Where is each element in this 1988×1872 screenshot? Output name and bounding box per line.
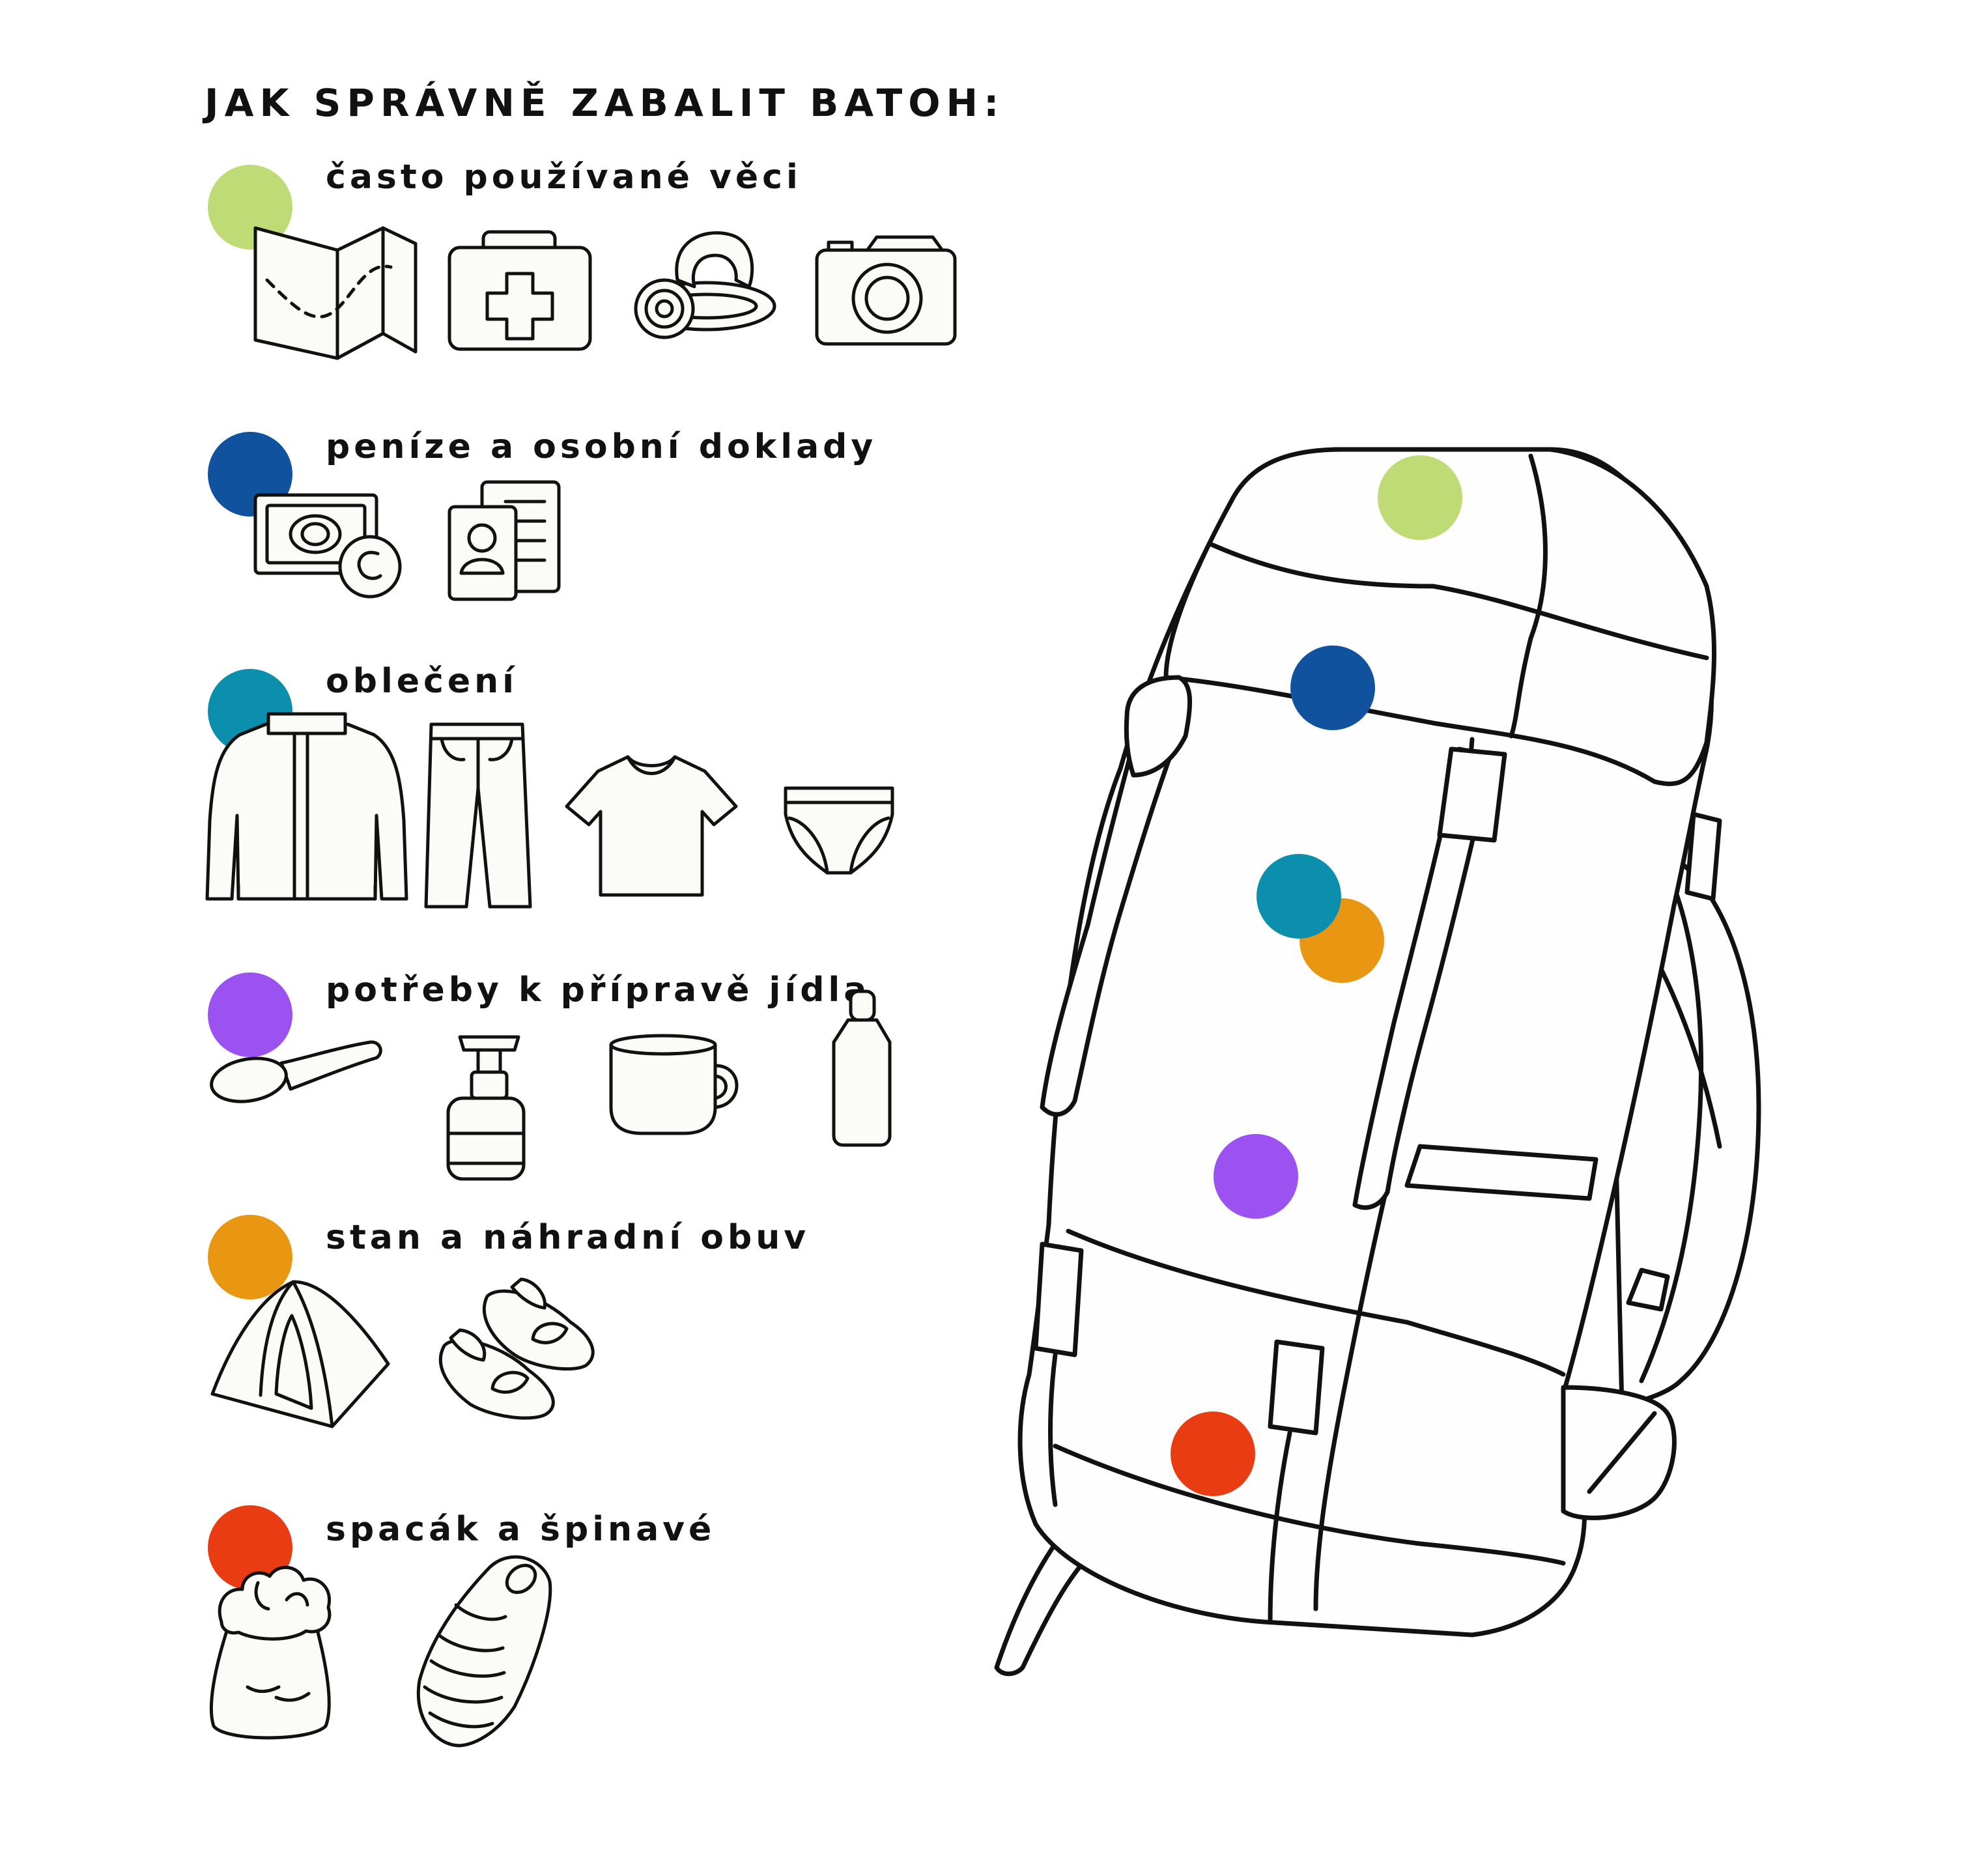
legend-dot-green — [208, 165, 292, 249]
lower-center-buckle — [1268, 1339, 1325, 1436]
page-title: JAK SPRÁVNĚ ZABALIT BATOH: — [205, 81, 1005, 125]
pack-dot-green — [1378, 455, 1462, 540]
tshirt-icon — [565, 755, 738, 897]
pack-dot-red — [1171, 1411, 1255, 1496]
category-label-clothing: oblečení — [326, 662, 518, 701]
sandals-icon — [438, 1277, 595, 1420]
money-icon — [253, 493, 402, 599]
bottle-icon — [832, 989, 892, 1147]
trousers-icon — [424, 722, 532, 909]
tent-icon — [210, 1280, 390, 1428]
headlamp-icon — [634, 231, 776, 339]
first-aid-kit-icon — [447, 230, 592, 351]
category-label-sleeping-bag-dirty: spacák a špinavé — [326, 1510, 716, 1549]
left-strap — [1040, 694, 1188, 1117]
category-label-cooking-gear: potřeby k přípravě jídla — [326, 971, 871, 1010]
category-label-frequent-items: často používané věci — [326, 158, 802, 197]
legend-dot-red — [208, 1505, 292, 1590]
map-icon — [253, 226, 418, 360]
laundry-bag-icon — [209, 1565, 332, 1740]
legend-dot-orange — [208, 1215, 292, 1299]
camera-icon — [815, 235, 957, 346]
category-label-money-documents: peníze a osobní doklady — [326, 427, 877, 466]
jacket-icon — [205, 712, 408, 901]
center-strap — [1352, 746, 1494, 1210]
category-label-tent-shoes: stan a náhradní obuv — [326, 1218, 810, 1257]
pack-dot-blue — [1290, 645, 1375, 730]
lower-left-buckle — [1033, 1241, 1084, 1357]
spoon-icon — [210, 1040, 382, 1103]
underwear-icon — [784, 786, 894, 875]
sleeping-bag-icon — [416, 1555, 552, 1748]
backpack-illustration — [994, 447, 1761, 1677]
gas-stove-icon — [446, 1035, 526, 1181]
pack-dot-purple — [1214, 1134, 1298, 1219]
pack-dot-teal — [1257, 854, 1341, 939]
hip-belt — [1561, 1385, 1677, 1520]
mug-icon — [609, 1034, 739, 1135]
id-documents-icon — [447, 480, 561, 601]
legend-dot-purple — [208, 972, 292, 1057]
